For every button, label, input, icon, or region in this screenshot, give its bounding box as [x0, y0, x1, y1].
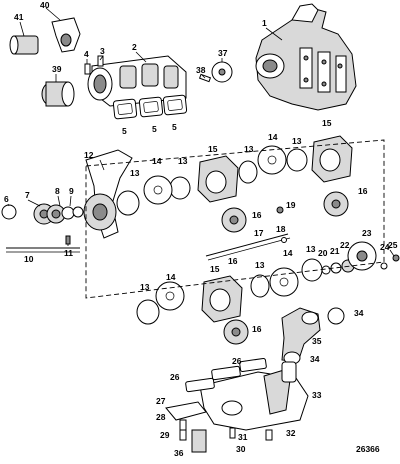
callout-23: 23 [362, 228, 372, 238]
flange-part [165, 401, 273, 453]
callout-13e: 13 [140, 282, 150, 292]
callout-2: 2 [132, 42, 137, 52]
cover-plate-part [198, 61, 233, 83]
callout-5a: 5 [122, 126, 127, 136]
callout-16b: 16 [358, 186, 368, 196]
pump-body-part [197, 135, 353, 323]
callout-12: 12 [84, 150, 94, 160]
elbow-hose-part [281, 307, 321, 363]
callout-41: 41 [14, 12, 24, 22]
callout-13g: 13 [306, 244, 316, 254]
callout-16d: 16 [228, 256, 238, 266]
callout-22: 22 [340, 240, 350, 250]
cooler-part [199, 361, 309, 431]
callout-13c: 13 [244, 144, 254, 154]
callout-34b: 34 [310, 354, 320, 364]
callout-14b: 14 [268, 132, 278, 142]
callout-36: 36 [174, 448, 184, 458]
callout-14a: 14 [152, 156, 162, 166]
callout-21: 21 [330, 246, 340, 256]
callout-26b: 26 [232, 356, 242, 366]
callout-13f: 13 [255, 260, 265, 270]
callout-1: 1 [262, 18, 267, 28]
callout-15c: 15 [210, 264, 220, 274]
callout-32: 32 [286, 428, 296, 438]
bearing-part [1, 203, 84, 225]
callout-15b: 15 [322, 118, 332, 128]
callout-28: 28 [156, 412, 166, 422]
callout-16a: 16 [252, 210, 262, 220]
callout-39: 39 [52, 64, 62, 74]
screw-part [84, 55, 104, 75]
bracket-part [83, 149, 133, 239]
callout-13d: 13 [292, 136, 302, 146]
callout-19: 19 [286, 200, 296, 210]
callout-9: 9 [69, 186, 74, 196]
fitting-part [9, 17, 81, 107]
impeller-part [221, 191, 349, 345]
pump-housing-part [255, 3, 357, 111]
callout-labels: 1 2 3 4 5 5 5 6 7 8 9 10 11 12 13 13 13 … [4, 0, 398, 458]
callout-5c: 5 [172, 122, 177, 132]
callout-35: 35 [312, 336, 322, 346]
callout-3: 3 [100, 46, 105, 56]
callout-5b: 5 [152, 124, 157, 134]
callout-30: 30 [236, 444, 246, 454]
hose-clamp-part [283, 307, 345, 365]
callout-4: 4 [84, 49, 89, 59]
gasket-part [185, 357, 267, 393]
callout-7: 7 [25, 190, 30, 200]
callout-16c: 16 [252, 324, 262, 334]
callout-6: 6 [4, 194, 9, 204]
callout-24: 24 [380, 242, 390, 252]
callout-13a: 13 [130, 168, 140, 178]
callout-26a: 26 [170, 372, 180, 382]
callout-8: 8 [55, 186, 60, 196]
callout-13b: 13 [178, 156, 188, 166]
o-ring-part [116, 148, 323, 325]
callout-15a: 15 [208, 144, 218, 154]
callout-27: 27 [156, 396, 166, 406]
pump-shaft-part [205, 206, 291, 261]
callout-18: 18 [276, 224, 286, 234]
callout-11: 11 [64, 248, 73, 258]
leader-lines [7, 7, 395, 257]
callout-33: 33 [312, 390, 322, 400]
callout-34a: 34 [354, 308, 364, 318]
callout-31: 31 [238, 432, 248, 442]
figure-number: 26366 [356, 444, 380, 454]
callout-17: 17 [254, 228, 264, 238]
gasket-part [112, 94, 188, 120]
callout-37: 37 [218, 48, 228, 58]
callout-25: 25 [388, 240, 398, 250]
callout-14c: 14 [166, 272, 176, 282]
callout-10: 10 [24, 254, 34, 264]
callout-38: 38 [196, 65, 206, 75]
callout-40: 40 [40, 0, 50, 10]
manifold-part [87, 55, 187, 107]
callout-29: 29 [160, 430, 170, 440]
callout-14d: 14 [283, 248, 293, 258]
callout-20: 20 [318, 248, 328, 258]
